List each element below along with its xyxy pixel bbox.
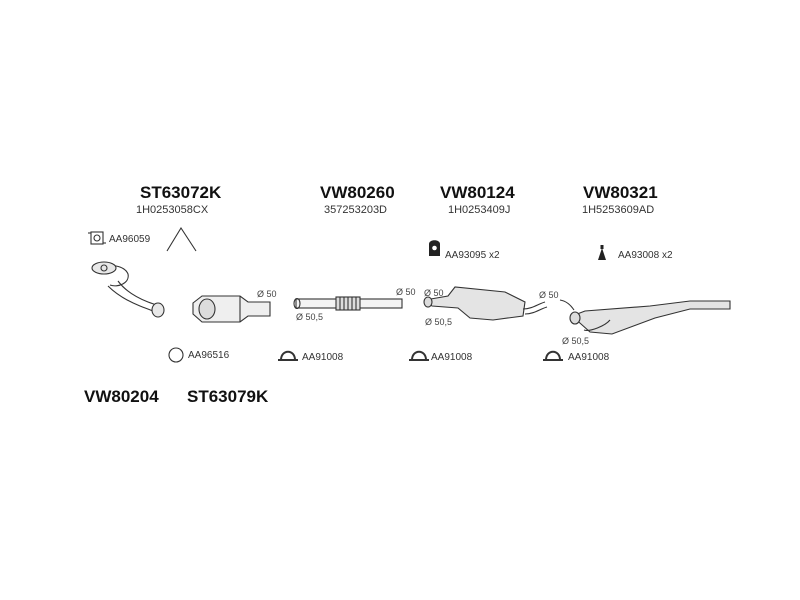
quantity-badge: x2 — [661, 250, 673, 261]
oem-number: 1H5253609AD — [582, 204, 655, 216]
rear-silencer-part — [559, 299, 731, 335]
part-number-code: AA93008 — [618, 250, 660, 261]
diameter-label: Ø 50 — [396, 287, 416, 297]
part-number: AA91008 — [431, 352, 473, 363]
part-number: AA93008 x2 — [618, 250, 673, 261]
part-number: AA96059 — [109, 234, 151, 245]
group-code: ST63072K — [140, 183, 222, 202]
oem-number: 1H0253058CX — [136, 204, 209, 216]
diameter-label: Ø 50,5 — [296, 312, 324, 322]
oem-number: 1H0253409J — [448, 204, 511, 216]
diameter-label: Ø 50 — [424, 288, 444, 298]
flange-gasket-icon — [88, 231, 106, 245]
part-number: AA96516 — [188, 350, 230, 361]
rubber-mount-icon — [429, 240, 440, 256]
catalytic-converter-part — [192, 295, 271, 323]
diameter-label: Ø 50 — [539, 290, 559, 300]
bottom-code: VW80204 — [84, 387, 159, 406]
front-pipe-part — [91, 261, 165, 318]
part-number: AA93095 x2 — [445, 250, 500, 261]
chevron-up-icon — [166, 226, 197, 252]
part-number-code: AA93095 — [445, 250, 487, 261]
clamp-icon — [543, 350, 563, 361]
diameter-label: Ø 50,5 — [425, 317, 453, 327]
group-code: VW80260 — [320, 183, 395, 202]
group-code: VW80124 — [440, 183, 515, 202]
part-number: AA91008 — [302, 352, 344, 363]
clamp-icon — [409, 350, 429, 361]
diameter-label: Ø 50 — [257, 289, 277, 299]
clamp-icon — [278, 350, 298, 361]
quantity-badge: x2 — [488, 250, 500, 261]
oem-number: 357253203D — [324, 204, 388, 216]
part-number: AA91008 — [568, 352, 610, 363]
group-code: VW80321 — [583, 183, 658, 202]
center-silencer-part — [423, 286, 548, 321]
bottom-code: ST63079K — [187, 387, 269, 406]
flex-pipe-part — [293, 296, 403, 311]
diameter-label: Ø 50,5 — [562, 336, 590, 346]
rubber-hanger-icon — [598, 245, 606, 260]
ring-gasket-icon — [168, 347, 184, 363]
